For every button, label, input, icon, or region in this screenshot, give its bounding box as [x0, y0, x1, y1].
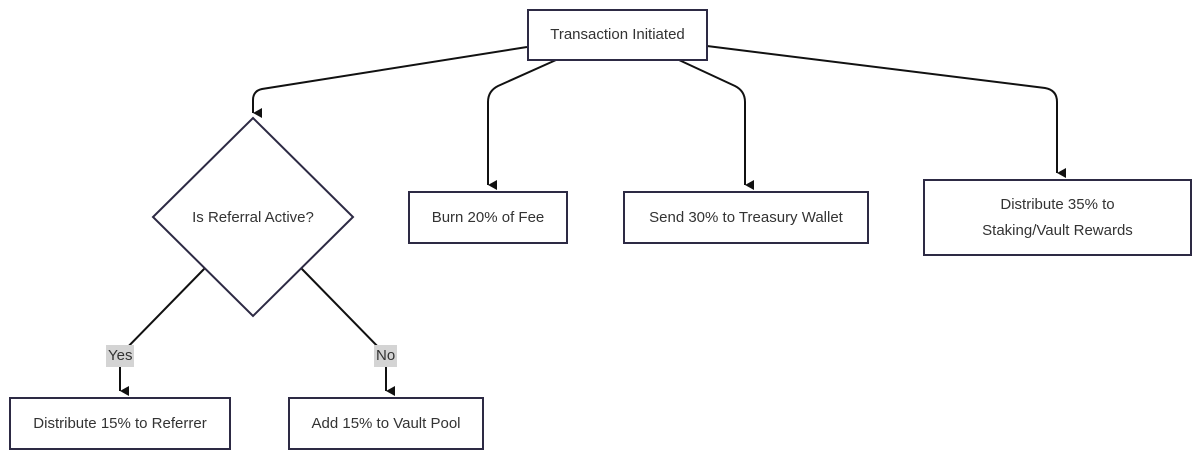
- node-transaction-initiated: Transaction Initiated: [527, 9, 708, 61]
- edge-start-to-treasury: [678, 59, 754, 190]
- node-burn-fee: Burn 20% of Fee: [408, 191, 568, 244]
- edge-decision-to-vault: [300, 267, 395, 396]
- node-vault-pool: Add 15% to Vault Pool: [288, 397, 484, 450]
- node-treasury-wallet: Send 30% to Treasury Wallet: [623, 191, 869, 244]
- edge-start-to-decision: [252, 46, 528, 118]
- edge-label-no: No: [374, 345, 398, 367]
- node-transaction-initiated-label: Transaction Initiated: [550, 26, 685, 43]
- edge-start-to-burn: [487, 59, 557, 190]
- node-staking-rewards: Distribute 35% to Staking/Vault Rewards: [923, 179, 1192, 256]
- node-treasury-wallet-label: Send 30% to Treasury Wallet: [649, 208, 843, 226]
- decision-label: Is Referral Active?: [153, 195, 353, 239]
- node-burn-fee-label: Burn 20% of Fee: [431, 208, 545, 226]
- node-referrer-label: Distribute 15% to Referrer: [33, 414, 207, 432]
- edge-label-yes: Yes: [106, 345, 135, 367]
- edge-start-to-staking: [706, 45, 1066, 178]
- node-vault-pool-label: Add 15% to Vault Pool: [311, 414, 461, 432]
- decision-diamond: [151, 116, 355, 318]
- node-referrer: Distribute 15% to Referrer: [9, 397, 231, 450]
- edge-decision-to-referrer: [119, 267, 206, 396]
- decision-label-text: Is Referral Active?: [192, 208, 314, 226]
- node-staking-rewards-label: Distribute 35% to Staking/Vault Rewards: [982, 195, 1133, 239]
